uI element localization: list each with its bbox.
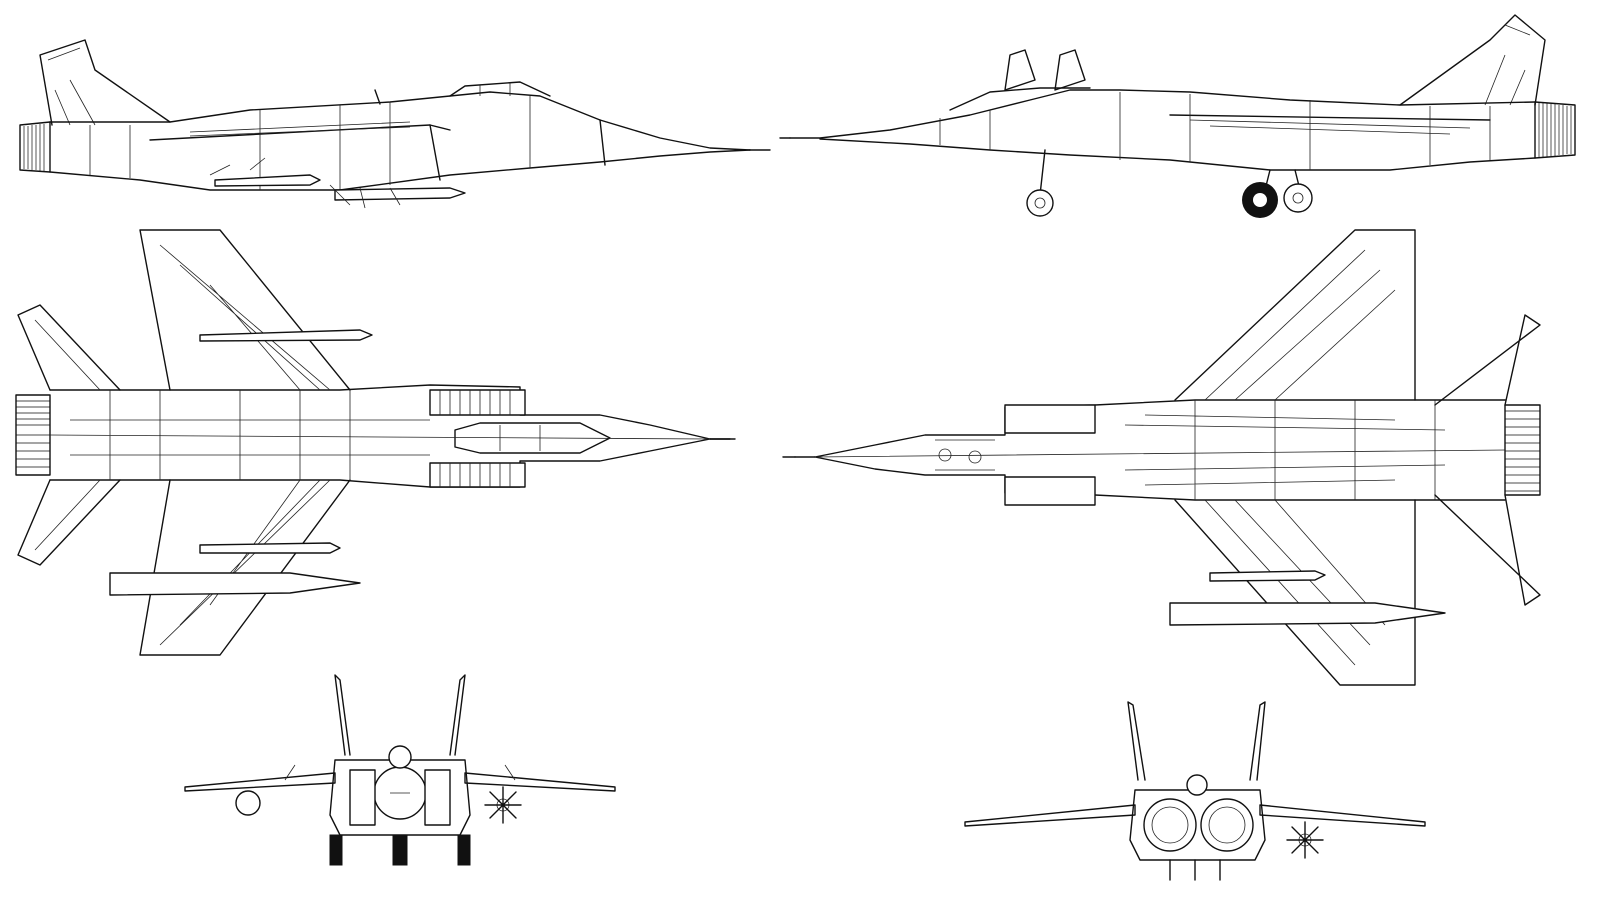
- bottom-tailplanes: [1434, 314, 1541, 606]
- nose-landing-gear: [1026, 149, 1054, 217]
- rear-view: [964, 701, 1426, 881]
- front-stores: [235, 786, 522, 824]
- side-right-fuselage: [779, 14, 1576, 171]
- top-right-wing: [109, 479, 361, 656]
- top-left-wing: [139, 229, 373, 391]
- bottom-upper-wing: [1174, 229, 1416, 401]
- side-left-antenna: [374, 89, 381, 105]
- main-landing-gear: [1242, 169, 1313, 218]
- rear-stores: [1169, 821, 1324, 881]
- rear-wings: [964, 804, 1426, 827]
- side-left-fuselage: [19, 39, 771, 191]
- bottom-view: [782, 229, 1541, 686]
- side-left-missiles: [209, 157, 466, 209]
- side-view-left: [19, 39, 771, 209]
- top-view: [15, 229, 736, 656]
- front-fins: [334, 674, 466, 756]
- front-fuselage: [329, 745, 471, 836]
- rear-fins: [1127, 701, 1266, 781]
- bottom-fuselage: [782, 399, 1541, 506]
- side-view-right: [779, 14, 1576, 218]
- rear-fuselage: [1129, 774, 1266, 861]
- front-view: [184, 674, 616, 866]
- top-tailplanes: [17, 304, 121, 566]
- bottom-lower-wing: [1169, 499, 1446, 686]
- front-wings: [184, 764, 616, 792]
- top-fuselage: [15, 384, 736, 488]
- front-landing-gear: [329, 834, 471, 866]
